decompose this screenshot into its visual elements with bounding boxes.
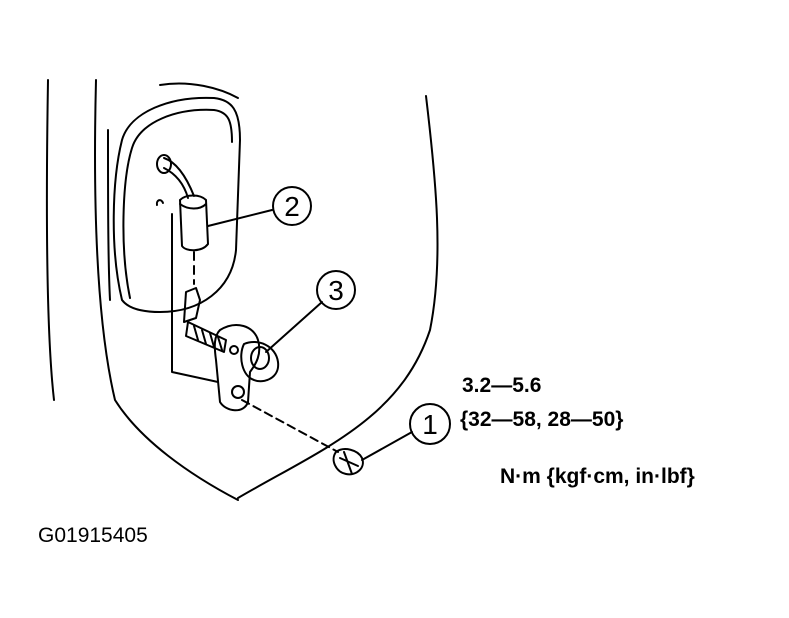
callout-1	[361, 403, 451, 461]
harness-connector	[179, 194, 209, 252]
body-pillar-outline	[45, 79, 439, 501]
figure-id: G01915405	[38, 524, 148, 547]
callout-1-number: 1	[422, 409, 438, 440]
callout-3-number: 3	[328, 275, 344, 306]
switch-recess-outline	[112, 96, 241, 313]
callout-2-number: 2	[284, 191, 300, 222]
callout-3	[265, 270, 356, 353]
wire-exit-hole	[155, 154, 172, 206]
torque-units-legend: N·m {kgf·cm, in·lbf}	[500, 465, 695, 488]
door-switch-assembly	[183, 287, 280, 412]
mounting-screw	[332, 448, 364, 476]
screw-alignment-line	[241, 399, 339, 453]
torque-value-nm: 3.2—5.6	[462, 374, 542, 397]
torque-value-alternate: {32—58, 28—50}	[460, 408, 624, 431]
recess-guide-line	[171, 213, 219, 383]
harness-wire	[163, 157, 195, 199]
callout-2	[207, 186, 312, 227]
